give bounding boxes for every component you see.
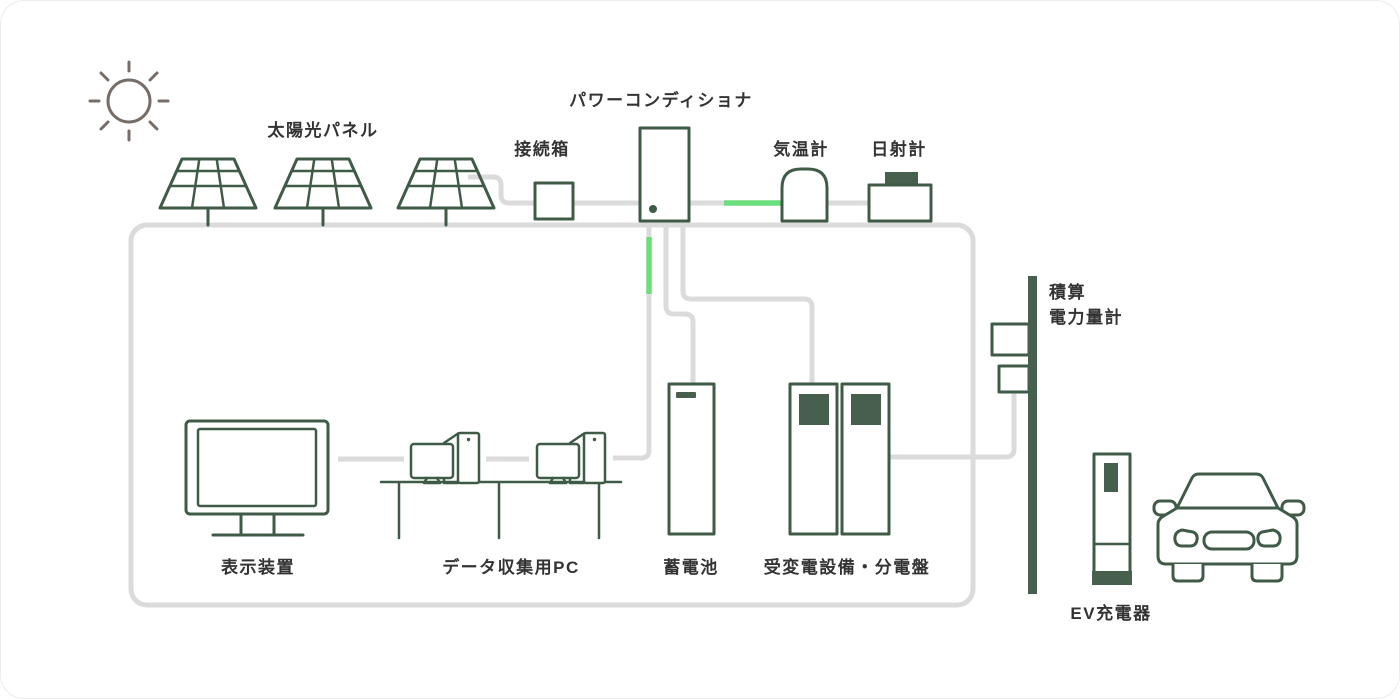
- power-conditioner-icon: [638, 126, 691, 223]
- labels: 太陽光パネル 接続箱 パワーコンディショナ 気温計 日射計 積算 電力量計 表示…: [221, 90, 1151, 623]
- wire-panel-to-junction-box: [468, 174, 535, 206]
- ev-charger-icon: [1092, 452, 1132, 585]
- label-junction-box: 接続箱: [514, 139, 570, 159]
- display-device-icon: [184, 419, 330, 537]
- wiring: [128, 174, 1017, 608]
- junction-box-icon: [533, 181, 575, 221]
- desktop-pc-icon-1: [409, 431, 481, 485]
- label-ev-charger: EV充電器: [1070, 603, 1151, 623]
- label-data-collection-pc: データ収集用PC: [442, 557, 580, 577]
- switchgear-icons: [788, 382, 891, 536]
- solar-panel-icon-1: [158, 157, 258, 227]
- label-solar-panel: 太陽光パネル: [268, 120, 379, 140]
- pyranometer-icon: [867, 172, 933, 223]
- switchgear-cabinet-icon-1: [788, 382, 839, 536]
- switchgear-cabinet-icon-2: [840, 382, 891, 536]
- solar-panel-array: [158, 157, 496, 227]
- storage-battery-icon: [667, 382, 716, 536]
- solar-panel-icon-3: [396, 157, 496, 227]
- label-watt-hour-meter-line2: 電力量計: [1049, 307, 1123, 327]
- label-storage-battery: 蓄電池: [663, 557, 719, 577]
- desk: [379, 480, 623, 540]
- wire-conditioner-to-switchgear: [680, 222, 815, 385]
- thermometer-icon: [780, 167, 829, 223]
- wire-conditioner-to-battery: [663, 222, 696, 385]
- label-power-conditioner: パワーコンディショナ: [569, 90, 753, 110]
- label-watt-hour-meter-line1: 積算: [1049, 282, 1086, 302]
- building-outline: [128, 222, 976, 608]
- wire-switchgear-to-meter: [887, 391, 1017, 460]
- label-thermometer: 気温計: [772, 139, 829, 159]
- sun-icon: [88, 60, 170, 142]
- label-pyranometer: 日射計: [871, 139, 927, 159]
- solar-panel-icon-2: [273, 157, 373, 227]
- label-display-device: 表示装置: [221, 557, 295, 577]
- label-switchgear: 受変電設備・分電盤: [764, 557, 931, 577]
- desktop-pc-icon-2: [535, 431, 607, 485]
- car-front-icon: [1152, 472, 1306, 583]
- watt-hour-meter-icon: [990, 276, 1037, 594]
- wire-conditioner-to-pc: [613, 222, 652, 461]
